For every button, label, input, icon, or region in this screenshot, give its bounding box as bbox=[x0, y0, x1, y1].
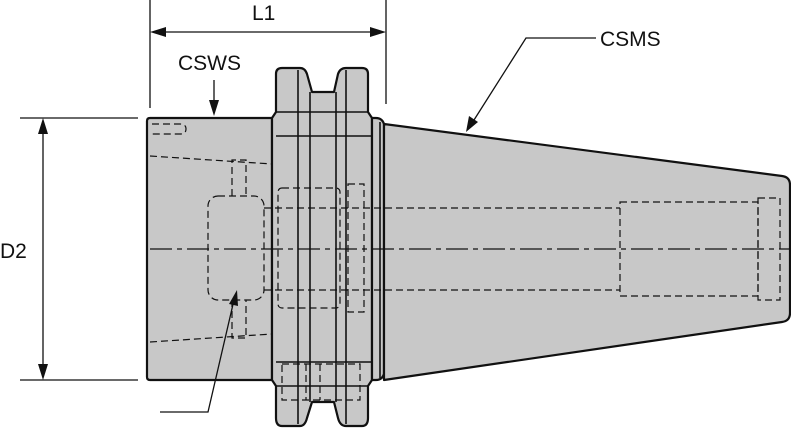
csws-label: CSWS bbox=[178, 52, 241, 75]
dimension-l1 bbox=[149, 0, 387, 108]
tool-holder-body bbox=[145, 66, 791, 428]
leader-coolant bbox=[160, 290, 238, 413]
shank-left bbox=[145, 116, 274, 382]
flange bbox=[270, 66, 374, 428]
dimension-d2 bbox=[20, 117, 138, 381]
leader-csms bbox=[466, 37, 596, 132]
d2-label: D2 bbox=[0, 240, 27, 263]
flange-edges bbox=[276, 70, 381, 424]
leader-csws bbox=[209, 80, 219, 116]
l1-label: L1 bbox=[252, 2, 275, 25]
taper-cone bbox=[382, 122, 791, 382]
csms-label: CSMS bbox=[600, 28, 661, 51]
hidden-features bbox=[149, 123, 781, 401]
